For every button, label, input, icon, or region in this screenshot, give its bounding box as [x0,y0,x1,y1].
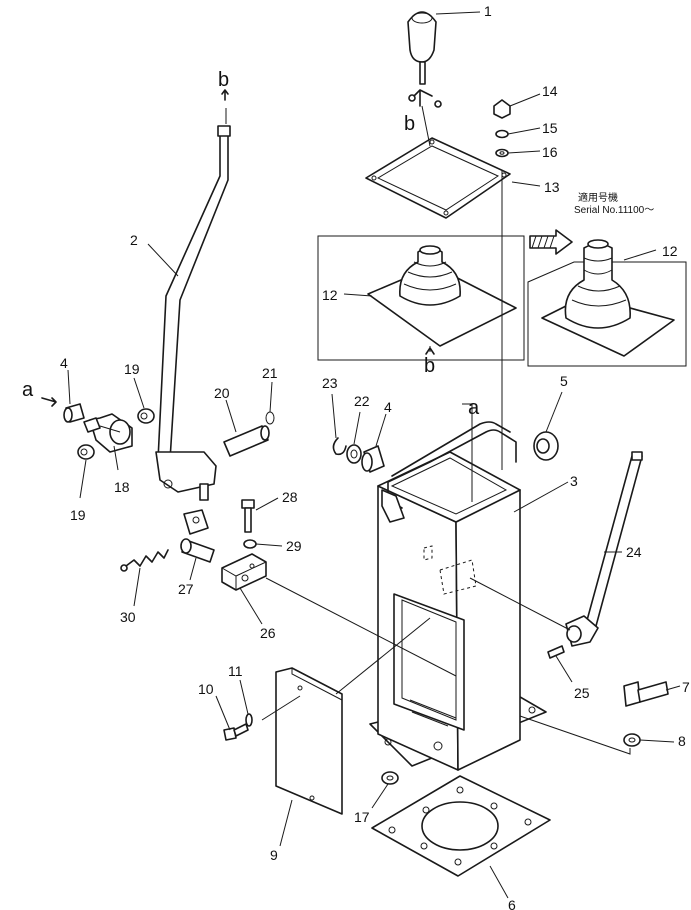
gasket-part-6 [371,775,551,877]
callout-19-top: 19 [124,361,140,377]
washer-part-16 [495,148,509,158]
snap-ring-part-23 [332,437,347,456]
washer-part-11 [245,713,253,727]
marker-b-boot: b [424,355,435,377]
callout-24: 24 [626,544,642,560]
callout-20: 20 [214,385,230,401]
callout-labels: 1 2 3 4 4 5 6 7 8 9 10 11 12 12 13 14 15… [60,3,690,910]
marker-b-top: b [218,69,229,91]
callout-10: 10 [198,681,214,697]
serial-note: 適用号機 Serial No.11100～ [574,191,654,216]
washer-part-8 [623,733,641,747]
callout-16: 16 [542,144,558,160]
callout-2: 2 [130,232,138,248]
callout-8: 8 [678,733,686,749]
snap-ring-part-21 [265,411,275,425]
callout-22: 22 [354,393,370,409]
view-markers: b b b a a [22,69,480,419]
callout-9: 9 [270,847,278,863]
serial-note-line2: Serial No.11100～ [574,205,654,216]
knob-part-1 [407,11,442,108]
callout-21: 21 [262,365,278,381]
callout-14: 14 [542,83,558,99]
washer-part-29 [243,539,257,549]
bushing-part-19-top [137,408,155,424]
callout-7: 7 [682,679,690,695]
callout-25: 25 [574,685,590,701]
leader-lines [67,11,681,899]
cover-plate-part-13 [365,137,511,219]
bushing-part-5 [533,431,559,461]
callout-18: 18 [114,479,130,495]
callout-12-right: 12 [662,243,678,259]
marker-arrows [41,89,435,407]
callout-29: 29 [286,538,302,554]
bushing-part-4-right [361,445,385,473]
bushing-part-19-bottom [77,444,95,460]
boot-detail-box [317,235,525,361]
washer-part-22 [346,444,362,464]
callout-17: 17 [354,809,370,825]
pin-part-20 [223,425,270,457]
washer-part-15 [495,129,509,139]
housing-part-3 [369,421,547,771]
lever-part-2 [155,125,231,501]
bolt-part-28 [241,499,255,533]
callout-5: 5 [560,373,568,389]
serial-arrow [529,229,573,255]
callout-26: 26 [260,625,276,641]
callout-19-bottom: 19 [70,507,86,523]
callout-1: 1 [484,3,492,19]
callout-15: 15 [542,120,558,136]
bolt-part-10 [223,723,249,741]
spring-part-30 [120,549,169,572]
marker-a-left: a [22,379,34,401]
cover-part-9 [275,667,343,815]
bolt-part-14 [493,99,511,119]
lever-part-24 [565,451,643,647]
pin-part-25 [547,645,565,659]
marker-a-box: a [468,397,480,419]
callout-12-left: 12 [322,287,338,303]
callout-27: 27 [178,581,194,597]
marker-b-lever: b [404,113,415,135]
callout-11: 11 [228,663,243,679]
callout-4-right: 4 [384,399,392,415]
bolt-part-7 [623,681,669,707]
boot-serial-box [527,239,687,367]
serial-note-line1: 適用号機 [578,191,618,204]
callout-28: 28 [282,489,298,505]
callout-30: 30 [120,609,136,625]
block-part-26 [221,553,267,591]
assembly-lines [99,105,631,755]
washer-part-17 [381,771,399,785]
callout-4-left: 4 [60,355,68,371]
callout-13: 13 [544,179,560,195]
callout-23: 23 [322,375,338,391]
bushing-part-4-left [63,403,85,423]
pin-part-27 [180,509,215,563]
callout-6: 6 [508,897,516,910]
callout-3: 3 [570,473,578,489]
